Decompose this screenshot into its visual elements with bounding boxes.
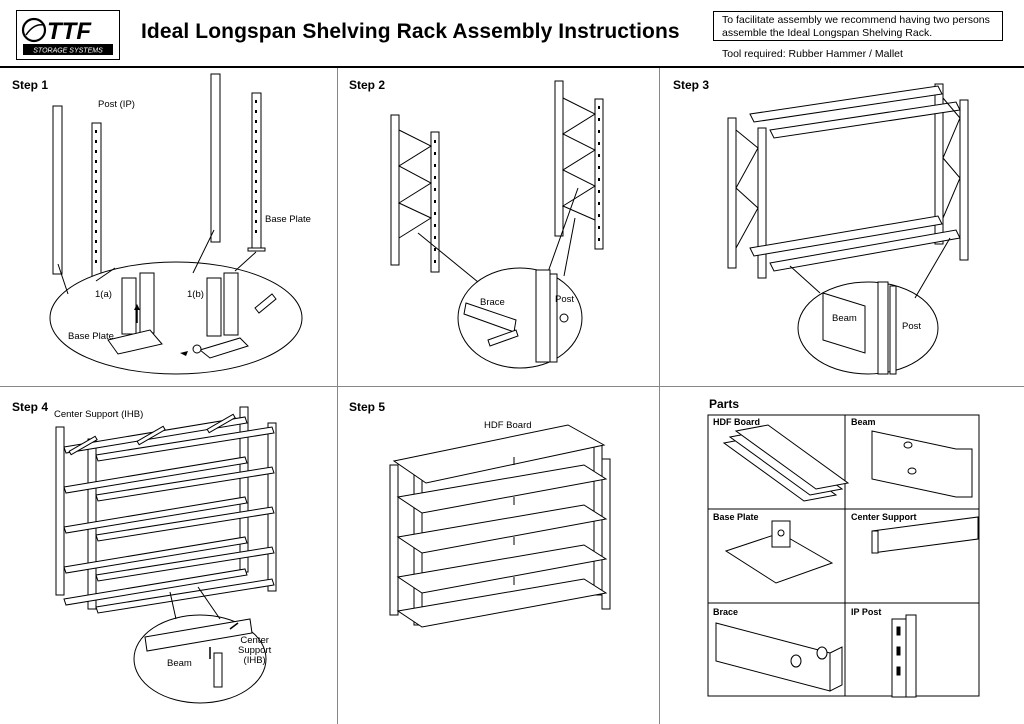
- part-hdf-board-label: HDF Board: [713, 417, 760, 427]
- step2-post-label: Post: [555, 294, 575, 305]
- grid-divider: [659, 68, 660, 724]
- step4-beam-label: Beam: [167, 658, 192, 669]
- step5-hdf-board-label: HDF Board: [484, 420, 532, 431]
- step-5-illustration: [389, 424, 611, 628]
- note-line-2: assemble the Ideal Longspan Shelving Rac…: [722, 27, 933, 39]
- step1-post-label: Post (IP): [98, 99, 135, 110]
- page-title: Ideal Longspan Shelving Rack Assembly In…: [141, 20, 680, 43]
- ttf-logo: TTF STORAGE SYSTEMS: [16, 10, 120, 60]
- step4-center-support-label: Center Support (IHB): [54, 409, 144, 420]
- step-4-label: Step 4: [12, 400, 49, 414]
- post-slots: [95, 100, 257, 263]
- tool-required: Tool required: Rubber Hammer / Mallet: [722, 48, 903, 60]
- grid-divider: [0, 386, 1024, 387]
- step-3-illustration: [727, 83, 969, 375]
- part-center-support-label: Center Support: [851, 512, 917, 522]
- step2-brace-label: Brace: [480, 297, 505, 308]
- part-brace-label: Brace: [713, 607, 739, 617]
- step-2-label: Step 2: [349, 78, 386, 92]
- step1-1a-label: 1(a): [95, 289, 112, 300]
- step-1-illustration: [49, 73, 303, 375]
- parts-heading: Parts: [709, 397, 740, 411]
- part-ip-post-label: IP Post: [851, 607, 882, 617]
- step-2-illustration: [390, 80, 604, 369]
- svg-text:TTF: TTF: [47, 18, 92, 45]
- step1-1b-label: 1(b): [187, 289, 204, 300]
- step-4-illustration: [55, 406, 277, 704]
- part-beam-label: Beam: [851, 417, 876, 427]
- step1-base-plate-detail-label: Base Plate: [68, 331, 114, 342]
- center-line: Center: [240, 635, 269, 646]
- step-1-label: Step 1: [12, 78, 49, 92]
- step3-post-label: Post: [902, 321, 922, 332]
- grid-divider: [337, 68, 338, 724]
- parts-grid: [707, 414, 980, 698]
- document-header: TTF STORAGE SYSTEMS Ideal Longspan Shelv…: [0, 0, 1024, 68]
- svg-text:STORAGE SYSTEMS: STORAGE SYSTEMS: [33, 48, 103, 55]
- step1-base-plate-label: Base Plate: [265, 214, 311, 225]
- ihb-line: (IHB): [243, 655, 266, 666]
- support-line: Support: [238, 645, 272, 656]
- step-3-label: Step 3: [673, 78, 710, 92]
- assembly-note-box: To facilitate assembly we recommend havi…: [713, 11, 1003, 41]
- note-line-1: To facilitate assembly we recommend havi…: [722, 14, 990, 26]
- part-base-plate-label: Base Plate: [713, 512, 759, 522]
- step4-center-support-detail: Center Support (IHB): [238, 636, 271, 666]
- step3-beam-label: Beam: [832, 313, 857, 324]
- step-5-label: Step 5: [349, 400, 386, 414]
